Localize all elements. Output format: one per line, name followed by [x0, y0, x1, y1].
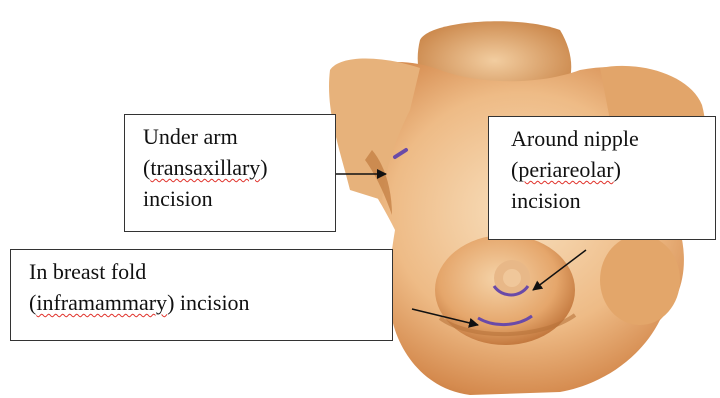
fold-term: inframammary: [36, 290, 167, 315]
nipple-term: periareolar: [518, 157, 613, 182]
fold-line-2: (inframammary) incision: [29, 287, 378, 318]
nipple-callout: Around nipple (periareolar) incision: [488, 116, 716, 240]
fold-line-1: In breast fold: [29, 256, 378, 287]
right-breast-shape: [600, 235, 680, 325]
underarm-line-3: incision: [143, 183, 321, 214]
underarm-callout: Under arm (transaxillary) incision: [124, 114, 336, 232]
underarm-line-2: (transaxillary): [143, 152, 321, 183]
underarm-line-1: Under arm: [143, 121, 321, 152]
nipple-line-3: incision: [511, 185, 701, 216]
nipple-line-2: (periareolar): [511, 154, 701, 185]
nipple-line-1: Around nipple: [511, 123, 701, 154]
underarm-term: transaxillary: [150, 155, 260, 180]
fold-callout: In breast fold (inframammary) incision: [10, 249, 393, 341]
